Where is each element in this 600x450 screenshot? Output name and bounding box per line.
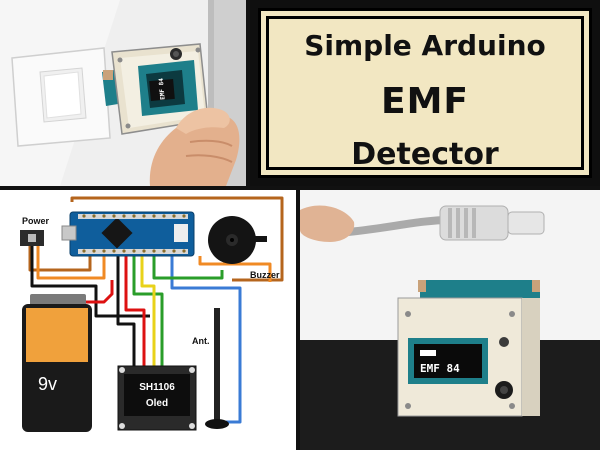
power-switch: Power: [20, 216, 50, 246]
oled-module: SH1106 Oled: [117, 365, 197, 431]
schematic-drawing: Power Buzzer 9v: [20, 196, 284, 432]
power-label: Power: [22, 216, 50, 226]
battery-9v: 9v: [22, 294, 92, 432]
tl-screen-text: EMF 84: [158, 77, 167, 100]
detector-box-tl: EMF 84: [111, 43, 209, 135]
photo-tl-illustration: EMF 84: [0, 0, 246, 186]
title-frame: Simple Arduino EMF Detector: [258, 8, 592, 178]
antenna: Ant.: [192, 308, 229, 429]
arduino-nano: [61, 211, 195, 257]
detector-box-br: EMF 84: [397, 280, 540, 417]
photo-br-illustration: EMF 84: [300, 190, 600, 450]
buzzer-label: Buzzer: [250, 270, 280, 280]
title-line-3: Detector: [351, 137, 499, 172]
buzzer: Buzzer: [208, 216, 280, 280]
title-line-2: EMF: [380, 81, 469, 122]
title-card: Simple Arduino EMF Detector: [250, 0, 600, 186]
hand: [149, 107, 240, 186]
oled-label-2: Oled: [146, 398, 168, 409]
wiring-schematic: Power Buzzer 9v: [0, 190, 296, 450]
oled-label-1: SH1106: [139, 382, 175, 393]
title-line-1: Simple Arduino: [304, 29, 546, 62]
battery-label: 9v: [38, 374, 57, 394]
photo-device-near-switch: EMF 84: [0, 0, 246, 186]
device-screen-text: EMF 84: [420, 362, 460, 375]
wall-switch: [11, 47, 111, 147]
antenna-label: Ant.: [192, 336, 210, 346]
photo-device-with-cable: EMF 84: [300, 190, 600, 450]
